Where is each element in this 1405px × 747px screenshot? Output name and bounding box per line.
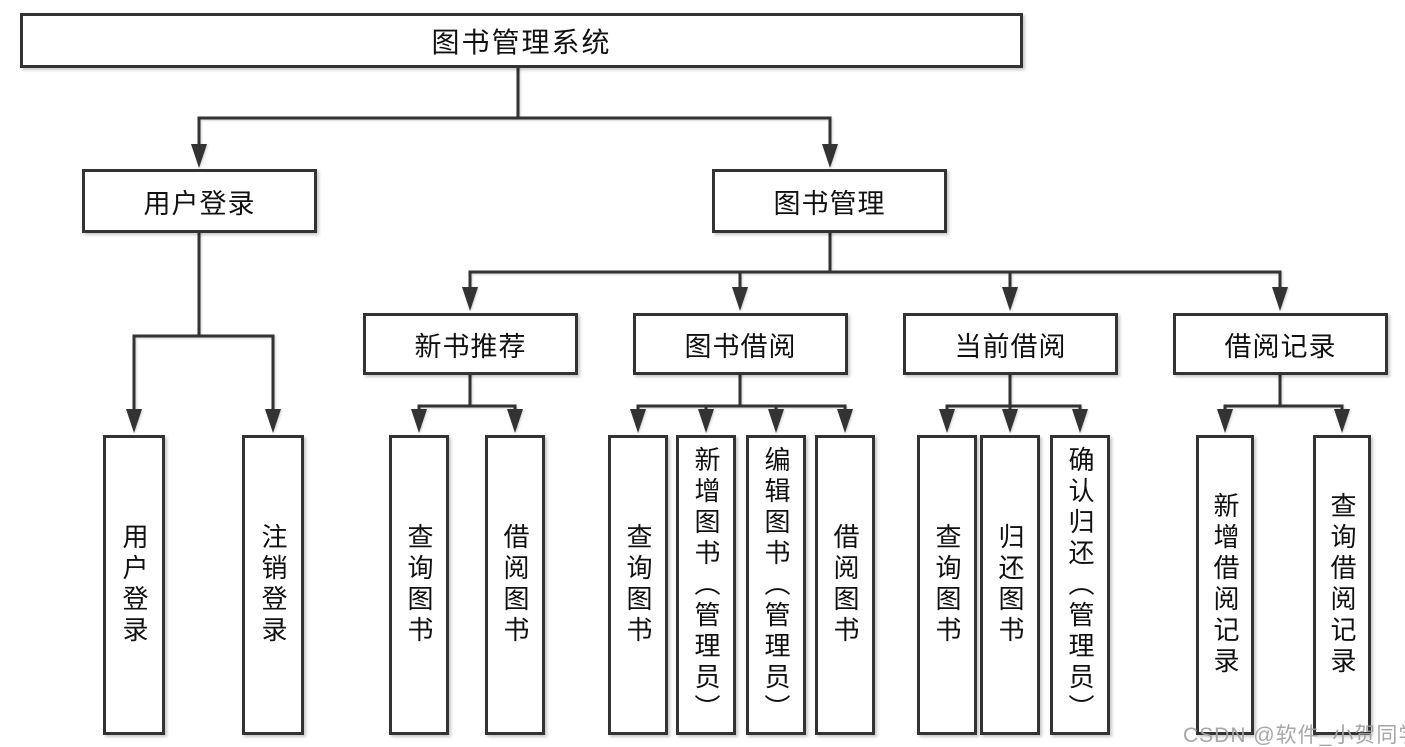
arrowhead bbox=[126, 409, 142, 433]
leaf-add-borrow-record: 新增借阅记录 bbox=[1196, 435, 1254, 735]
leaf-return-book: 归还图书 bbox=[980, 435, 1040, 735]
node-label: 新书推荐 bbox=[414, 331, 527, 362]
arrowhead bbox=[939, 409, 955, 433]
node-label: 图书管理系统 bbox=[431, 26, 612, 58]
leaf-query-borrow-record: 查询借阅记录 bbox=[1313, 435, 1371, 735]
node-label: 当前借阅 bbox=[954, 331, 1067, 362]
arrowhead bbox=[462, 287, 478, 311]
edge-root-split bbox=[197, 116, 832, 146]
node-label: 查询图书 bbox=[932, 523, 962, 647]
arrowhead bbox=[837, 409, 853, 433]
leaf-logout: 注销登录 bbox=[242, 435, 304, 735]
node-current-borrow: 当前借阅 bbox=[903, 313, 1118, 375]
arrowhead bbox=[822, 144, 838, 168]
arrowhead bbox=[1272, 287, 1288, 311]
arrowhead bbox=[411, 409, 427, 433]
arrowhead bbox=[1334, 409, 1350, 433]
node-new-book-recommend: 新书推荐 bbox=[363, 313, 578, 375]
arrowhead bbox=[698, 409, 714, 433]
edge-bookborrow-split bbox=[636, 404, 847, 411]
csdn-watermark: CSDN @软件_小贺同学 bbox=[1183, 724, 1405, 747]
node-label: 确认归还（管理员） bbox=[1065, 445, 1095, 725]
node-label: 新增借阅记录 bbox=[1210, 492, 1240, 678]
node-label: 图书管理 bbox=[773, 188, 886, 219]
node-label: 借阅图书 bbox=[830, 523, 860, 647]
leaf-user-login: 用户登录 bbox=[103, 435, 165, 735]
node-label: 用户登录 bbox=[119, 523, 149, 647]
node-label: 查询借阅记录 bbox=[1327, 492, 1357, 678]
node-label: 图书借阅 bbox=[684, 331, 797, 362]
leaf-borrow-book: 借阅图书 bbox=[815, 435, 875, 735]
arrowhead bbox=[1072, 409, 1088, 433]
leaf-query-book-recommend: 查询图书 bbox=[389, 435, 449, 735]
leaf-confirm-return-admin: 确认归还（管理员） bbox=[1050, 435, 1110, 735]
arrowhead bbox=[732, 287, 748, 311]
leaf-query-book-current: 查询图书 bbox=[917, 435, 977, 735]
node-label: 新增图书（管理员） bbox=[691, 445, 721, 725]
leaf-add-book-admin: 新增图书（管理员） bbox=[676, 435, 736, 735]
leaf-query-book-borrow: 查询图书 bbox=[608, 435, 668, 735]
arrowhead bbox=[507, 409, 523, 433]
node-user-login: 用户登录 bbox=[82, 169, 317, 233]
node-label: 查询图书 bbox=[404, 523, 434, 647]
arrowhead bbox=[1002, 409, 1018, 433]
node-label: 查询图书 bbox=[623, 523, 653, 647]
node-label: 编辑图书（管理员） bbox=[761, 445, 791, 725]
node-root-system: 图书管理系统 bbox=[20, 13, 1023, 68]
edge-userlogin-split bbox=[132, 334, 275, 411]
node-book-management: 图书管理 bbox=[712, 169, 947, 233]
edge-newbookrec-split bbox=[417, 404, 517, 411]
arrowhead bbox=[1217, 409, 1233, 433]
node-label: 用户登录 bbox=[143, 188, 256, 219]
arrowhead bbox=[191, 144, 207, 168]
leaf-edit-book-admin: 编辑图书（管理员） bbox=[746, 435, 806, 735]
leaf-borrow-book-recommend: 借阅图书 bbox=[485, 435, 545, 735]
node-label: 借阅记录 bbox=[1224, 331, 1337, 362]
node-label: 借阅图书 bbox=[500, 523, 530, 647]
arrowhead bbox=[265, 409, 281, 433]
node-label: 归还图书 bbox=[995, 523, 1025, 647]
arrowhead bbox=[630, 409, 646, 433]
node-label: 注销登录 bbox=[258, 523, 288, 647]
arrowhead bbox=[1002, 287, 1018, 311]
node-book-borrow: 图书借阅 bbox=[633, 313, 848, 375]
edge-borrowrecords-split bbox=[1223, 404, 1344, 411]
arrowhead bbox=[768, 409, 784, 433]
edge-currentborrow-split bbox=[945, 404, 1082, 411]
edge-bookmgmt-split bbox=[468, 270, 1282, 289]
node-borrow-records: 借阅记录 bbox=[1173, 313, 1388, 375]
